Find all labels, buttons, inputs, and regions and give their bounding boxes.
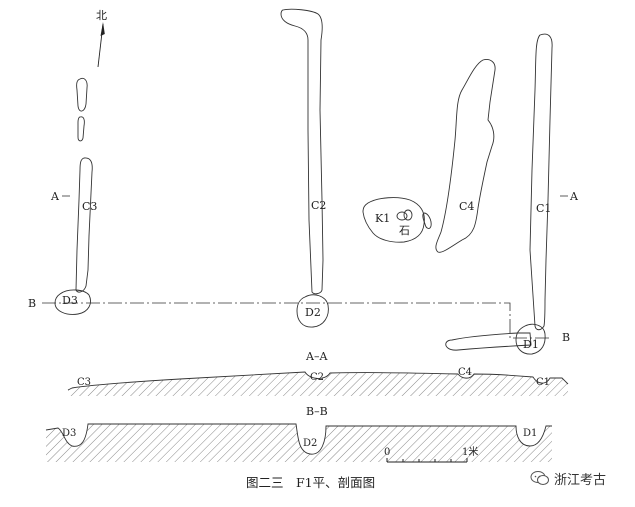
- label-c1: C1: [536, 202, 551, 215]
- watermark: 浙江考古: [530, 466, 630, 490]
- plan-labels: C3 C2 C4 C1 D3 D2 D1 K1 石 A A B B: [28, 190, 579, 351]
- c3-upper-fragment: [76, 77, 88, 112]
- section-a-profile: C3 C2 C4 C1: [67, 367, 569, 396]
- posthole-d3: [54, 289, 91, 315]
- posthole-d2: [296, 294, 329, 328]
- label-c3: C3: [82, 200, 97, 213]
- chat-bubble-icon: [530, 471, 549, 485]
- stone-2: [403, 209, 413, 221]
- marker-b-left: B: [28, 297, 36, 310]
- figure-caption: 图二三 F1平、剖面图: [246, 475, 375, 490]
- c3-small-fragment: [77, 116, 85, 142]
- section-b-title: B–B: [306, 405, 328, 418]
- stone-3: [422, 212, 432, 229]
- section-a-title: A–A: [305, 350, 328, 363]
- section-a-label-c1: C1: [536, 377, 550, 388]
- section-b-label-d2: D2: [303, 438, 317, 449]
- label-stone: 石: [399, 224, 410, 237]
- section-a-line: [67, 371, 569, 391]
- section-a-label-c4: C4: [458, 367, 472, 378]
- scale-bar: 0 1米: [384, 445, 478, 463]
- trench-c1-base: [445, 332, 532, 351]
- trench-c1: [529, 33, 553, 331]
- label-c2: C2: [311, 199, 326, 212]
- section-b-line: [45, 423, 552, 455]
- label-d3: D3: [62, 294, 78, 307]
- section-b-label-d1: D1: [523, 428, 537, 439]
- north-arrow-label: 北: [96, 9, 107, 22]
- scale-start-label: 0: [384, 447, 390, 458]
- trench-c2: [280, 8, 324, 295]
- stone-1: [396, 211, 408, 221]
- marker-b-right: B: [562, 331, 570, 344]
- section-b-profile: D3 D2 D1: [45, 423, 552, 462]
- scale-end-label: 1米: [462, 445, 478, 458]
- section-a-hatch: [68, 372, 568, 396]
- label-d2: D2: [305, 306, 321, 319]
- marker-a-left: A: [50, 190, 60, 203]
- label-k1: K1: [375, 212, 390, 225]
- label-d1: D1: [523, 338, 539, 351]
- marker-a-right: A: [569, 190, 579, 203]
- label-c4: C4: [459, 200, 474, 213]
- section-a-label-c2: C2: [310, 372, 324, 383]
- section-line-b: [42, 302, 552, 339]
- watermark-text: 浙江考古: [554, 472, 607, 488]
- trench-c4: [435, 59, 496, 253]
- section-a-label-c3: C3: [77, 377, 91, 388]
- pit-k1: [362, 197, 425, 243]
- posthole-d1: [515, 323, 546, 355]
- section-b-label-d3: D3: [62, 428, 76, 439]
- trench-c3: [75, 157, 93, 293]
- north-arrow: 北: [96, 9, 107, 68]
